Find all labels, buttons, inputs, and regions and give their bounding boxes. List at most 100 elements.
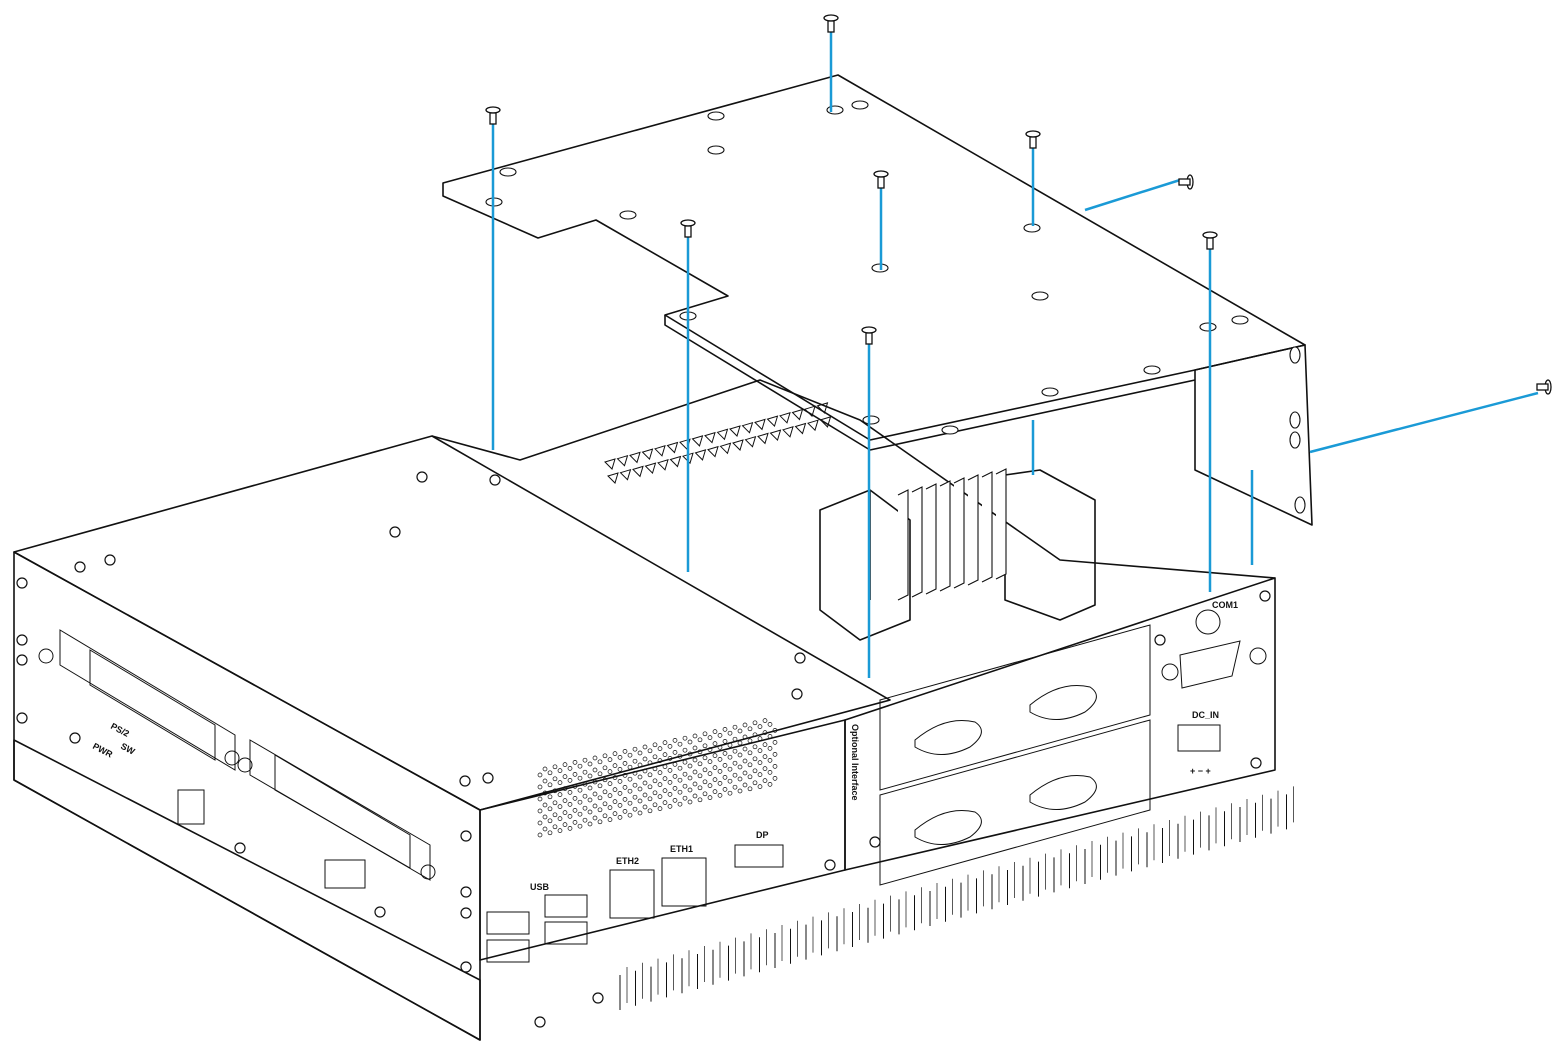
mesh-dot [577,811,583,817]
mesh-dot [687,763,693,769]
screw-hole [16,634,28,646]
mesh-dot [657,794,663,799]
mesh-dot [562,762,568,767]
mesh-dot [652,790,658,796]
mesh-dot [712,753,718,758]
mesh-dot [732,736,738,742]
mesh-dot [737,776,743,782]
mesh-dot [557,768,563,773]
mesh-dot [752,756,758,762]
chassis-lower-strip [13,739,481,1041]
mesh-dot [692,781,698,787]
mesh-dot [697,785,703,791]
vent-triangle [732,439,744,451]
mesh-dot [612,763,618,768]
mesh-dot [742,746,748,752]
mesh-dot [612,751,618,756]
mesh-dot [692,733,698,739]
mesh-dot [737,740,743,746]
mesh-dot [542,814,548,820]
mesh-dot [747,750,753,756]
screw-hole [460,830,472,842]
mesh-dot [662,800,668,805]
mesh-dot [672,738,678,743]
screw-head [485,106,501,114]
mesh-dot [612,787,618,792]
mesh-dot [657,806,663,811]
vent-triangle [791,408,804,421]
mesh-dot [582,757,588,763]
mesh-dot [747,738,753,744]
screw-shank [1178,178,1191,186]
screw-hole [592,992,604,1004]
vent-triangle [704,431,716,444]
mesh-dot [757,724,763,729]
mesh-dot [547,818,553,824]
mesh-dot [607,769,613,774]
label-com1: COM1 [1212,600,1238,610]
mesh-dot [557,792,563,797]
mesh-dot [552,812,558,818]
vent-mesh [537,718,778,838]
mesh-dot [622,761,628,766]
mesh-dot [767,722,773,727]
mesh-dot [647,772,653,778]
mesh-dot [552,776,558,782]
mesh-dot [607,793,613,798]
vent-triangle [641,448,654,461]
mesh-dot [637,786,643,792]
mesh-dot [732,724,738,730]
mesh-dot [572,820,578,825]
mesh-dot [767,770,773,775]
mesh-dot [627,776,633,782]
vent-triangle [629,451,641,464]
mesh-dot [662,776,668,781]
vent-triangle [819,416,832,428]
screw-hole [794,652,806,664]
cover-holes [485,100,1306,514]
screw-head [823,14,839,22]
vent-triangle [632,465,644,478]
mesh-dot [677,777,683,783]
mesh-dot [772,752,778,757]
screw-hole [489,474,501,486]
heatsink-fin [967,474,979,586]
screw [485,106,501,125]
mesh-dot [592,755,598,761]
mesh-dot [667,744,673,749]
rear-connectors [1161,609,1267,752]
mesh-dot [592,767,598,773]
screw-hole [374,906,386,918]
mesh-dot [537,772,543,778]
mesh-dot [537,796,543,802]
cover-hole [1143,365,1161,375]
screw-shank [865,332,873,345]
label-plus-minus: + − + [1190,766,1211,776]
mesh-dot [597,783,603,789]
mesh-dot [547,770,553,776]
top-cover-plate [442,74,1313,526]
screw-guide-lines [491,32,1539,678]
mesh-dot [617,767,623,772]
mesh-dot [567,814,573,819]
mesh-dot [727,766,733,772]
mesh-dot [617,815,623,820]
mesh-dot [607,757,613,762]
mesh-dot [772,776,778,781]
mesh-dot [697,797,703,803]
mesh-dot [647,748,653,754]
mesh-dot [622,785,628,790]
mesh-dot [607,781,613,786]
mesh-dot [562,786,568,791]
screw-shank [1206,237,1214,250]
mesh-dot [577,787,583,793]
mesh-dot [622,797,628,802]
mesh-dot [582,817,588,823]
vent-triangle [779,412,791,424]
mesh-dot [742,782,748,788]
mesh-dot [757,748,763,753]
mesh-dot [722,751,728,756]
mesh-dot [677,765,683,771]
